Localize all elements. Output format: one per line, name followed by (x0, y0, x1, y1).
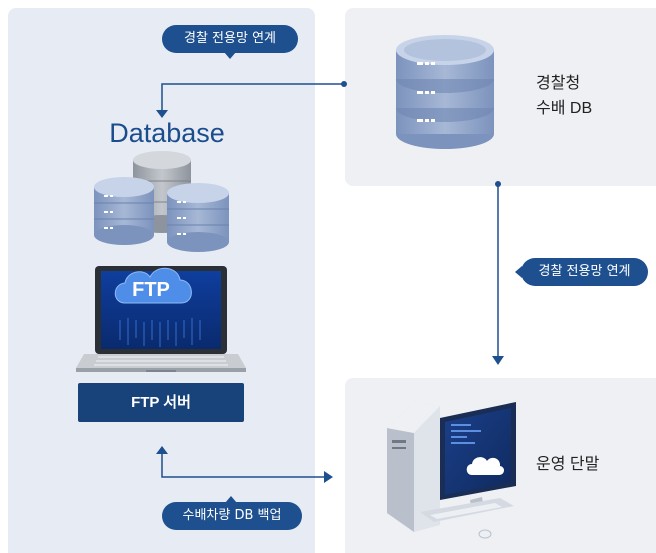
desktop-computer-icon (387, 402, 516, 539)
connector-police-to-database (156, 81, 347, 118)
cloud-icon: FTP (114, 267, 192, 304)
db-backup-badge: 수배차량 DB 백업 (162, 496, 302, 530)
database-title: Database (109, 118, 225, 148)
connector-ftp-to-terminal (156, 446, 333, 483)
police-db-label-line2: 수배 DB (536, 100, 593, 117)
police-network-link-badge-right: 경찰 전용망 연계 (515, 258, 648, 286)
ftp-cloud-text: FTP (132, 279, 170, 301)
ftp-server-label: FTP 서버 (78, 383, 244, 422)
database-cylinder-icon (396, 35, 494, 149)
police-db-label-line1: 경찰청 (536, 75, 581, 92)
police-network-link-badge: 경찰 전용망 연계 (162, 25, 298, 59)
terminal-label: 운영 단말 (536, 456, 600, 473)
database-stack-icon (94, 151, 229, 252)
connector-police-to-terminal (492, 181, 504, 365)
